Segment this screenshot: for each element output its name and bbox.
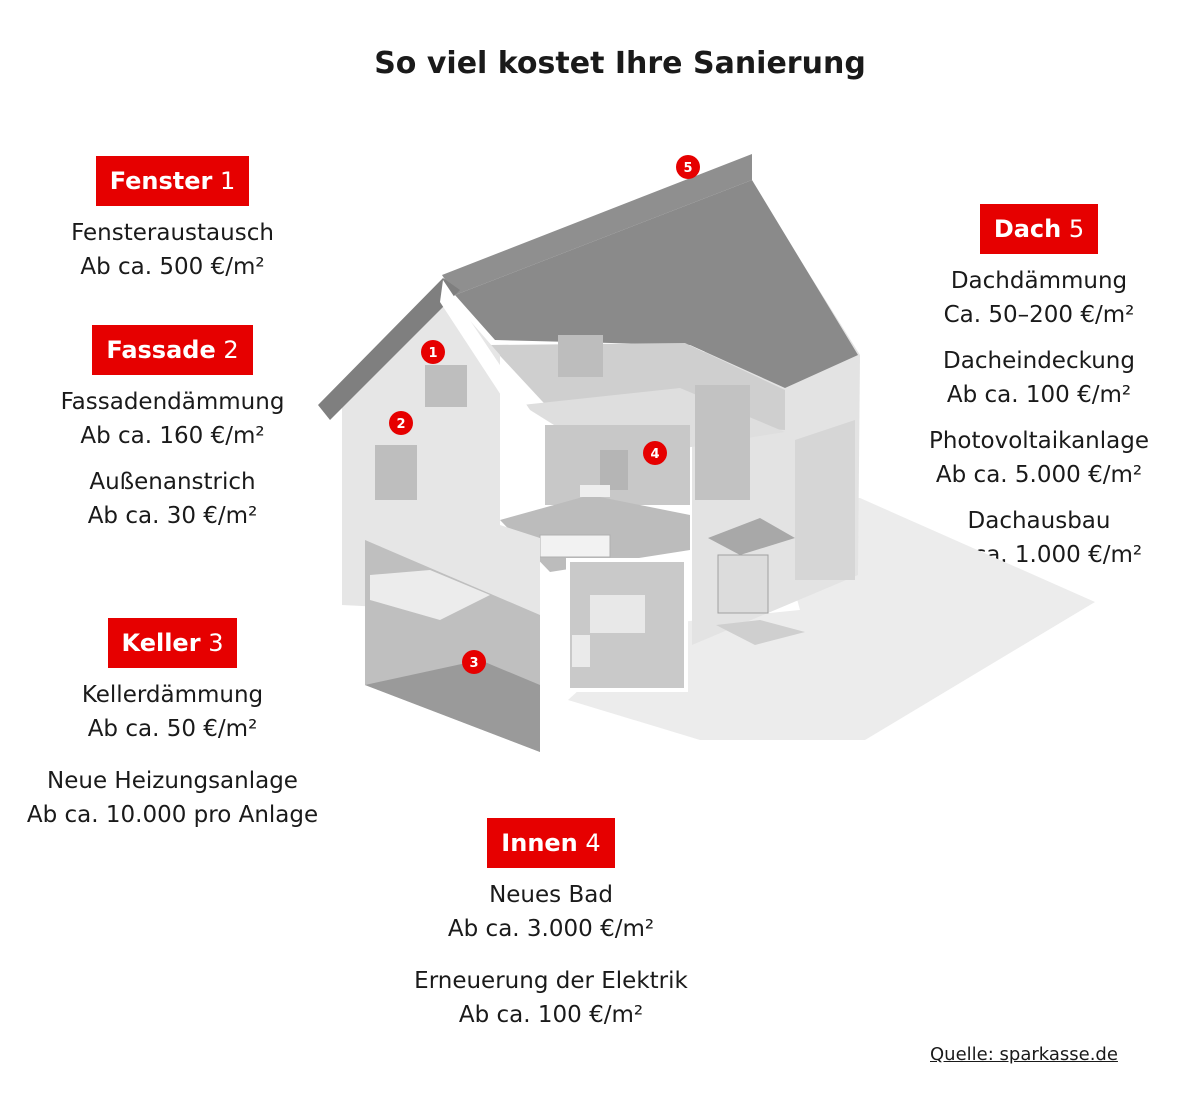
- terrace-floor: [568, 498, 1095, 740]
- badge-keller-number: 3: [208, 629, 224, 657]
- window-middle: [375, 445, 417, 500]
- cost-label: Neue Heizungsanlage: [47, 768, 298, 794]
- stairs-block: [795, 420, 855, 580]
- page-title: So viel kostet Ihre Sanierung: [374, 46, 866, 81]
- marker-1: 1: [421, 340, 445, 364]
- porch-roof: [708, 518, 795, 555]
- badge-fassade-name: Fassade: [106, 336, 216, 364]
- badge-dach: Dach 5: [979, 204, 1099, 254]
- cost-item: Photovoltaikanlage Ab ca. 5.000 €/m²: [905, 424, 1173, 492]
- cost-label: Dachdämmung: [950, 268, 1128, 294]
- cost-price: Ab ca. 100 €/m²: [458, 1002, 644, 1028]
- cost-item: Erneuerung der Elektrik Ab ca. 100 €/m²: [390, 964, 712, 1032]
- badge-fenster-name: Fenster: [109, 167, 213, 195]
- porch-steps: [716, 620, 805, 645]
- cost-label: Kellerdämmung: [81, 682, 264, 708]
- cost-price: Ab ca. 5.000 €/m²: [935, 462, 1143, 488]
- upper-room-door: [695, 385, 750, 500]
- bathtub: [539, 534, 611, 558]
- badge-innen-name: Innen: [501, 829, 578, 857]
- cost-item: Neues Bad Ab ca. 3.000 €/m²: [390, 878, 712, 946]
- basement-floor: [365, 660, 540, 752]
- cost-label: Photovoltaikanlage: [928, 428, 1149, 454]
- cost-price: Ab ca. 10.000 pro Anlage: [26, 802, 319, 828]
- cost-label: Dachausbau: [967, 508, 1111, 534]
- cost-label: Außenanstrich: [89, 469, 256, 495]
- cost-item: Außenanstrich Ab ca. 30 €/m²: [40, 465, 305, 533]
- badge-fassade: Fassade 2: [92, 325, 253, 375]
- cost-price: Ca. 50–200 €/m²: [943, 302, 1135, 328]
- roof-slope: [455, 180, 858, 388]
- cost-price: Ab ca. 100 €/m²: [946, 382, 1132, 408]
- section-fenster: Fenster 1 Fensteraustausch Ab ca. 500 €/…: [40, 156, 305, 284]
- cost-label: Fassadendämmung: [60, 389, 285, 415]
- cost-label: Neues Bad: [489, 882, 613, 908]
- cost-item: Dacheindeckung Ab ca. 100 €/m²: [905, 344, 1173, 412]
- cost-item: Kellerdämmung Ab ca. 50 €/m²: [10, 678, 335, 746]
- cost-price: Ab ca. 160 €/m²: [80, 423, 265, 449]
- cost-item: Neue Heizungsanlage Ab ca. 10.000 pro An…: [10, 764, 335, 832]
- marker-2: 2: [389, 411, 413, 435]
- cost-item: Fassadendämmung Ab ca. 160 €/m²: [40, 385, 305, 453]
- source-link[interactable]: Quelle: sparkasse.de: [930, 1044, 1118, 1065]
- attic-door: [558, 335, 603, 377]
- cost-item: Dachdämmung Ca. 50–200 €/m²: [905, 264, 1173, 332]
- svg-text:2: 2: [396, 417, 405, 432]
- marker-4: 4: [643, 441, 667, 465]
- section-innen: Innen 4 Neues Bad Ab ca. 3.000 €/m² Erne…: [390, 818, 712, 1032]
- badge-keller-name: Keller: [121, 629, 201, 657]
- window-upper: [425, 365, 467, 407]
- badge-dach-name: Dach: [993, 215, 1062, 243]
- cost-label: Fensteraustausch: [71, 220, 274, 246]
- cost-label: Erneuerung der Elektrik: [414, 968, 688, 994]
- svg-text:3: 3: [469, 656, 478, 671]
- section-fassade: Fassade 2 Fassadendämmung Ab ca. 160 €/m…: [40, 325, 305, 533]
- cost-label: Dacheindeckung: [943, 348, 1135, 374]
- cost-price: Ab ca. 30 €/m²: [87, 503, 258, 529]
- roof-edge-inner: [440, 280, 530, 412]
- svg-text:5: 5: [683, 161, 692, 176]
- roof-edge-front: [318, 278, 460, 420]
- cost-price: Ab ca. 50 €/m²: [87, 716, 258, 742]
- basement-block: [370, 570, 490, 620]
- badge-innen: Innen 4: [487, 818, 615, 868]
- badge-keller: Keller 3: [107, 618, 238, 668]
- marker-5: 5: [676, 155, 700, 179]
- roof-ridge: [442, 154, 752, 295]
- cost-item: Fensteraustausch Ab ca. 500 €/m²: [40, 216, 305, 284]
- porch-opening: [717, 554, 769, 614]
- living-room-table: [590, 595, 645, 633]
- badge-dach-number: 5: [1068, 215, 1085, 243]
- svg-text:1: 1: [428, 346, 437, 361]
- sink: [600, 450, 628, 490]
- badge-innen-number: 4: [585, 829, 601, 857]
- badge-fenster: Fenster 1: [95, 156, 250, 206]
- section-keller: Keller 3 Kellerdämmung Ab ca. 50 €/m² Ne…: [10, 618, 335, 832]
- badge-fenster-number: 1: [220, 167, 236, 195]
- svg-text:4: 4: [650, 447, 659, 462]
- marker-3: 3: [462, 650, 486, 674]
- section-dach: Dach 5 Dachdämmung Ca. 50–200 €/m² Dache…: [905, 204, 1173, 572]
- cost-price: Ab ca. 500 €/m²: [80, 254, 265, 280]
- living-room-chair: [572, 635, 590, 667]
- house-illustration: 1 2 3 4 5: [318, 154, 1095, 752]
- badge-fassade-number: 2: [223, 336, 239, 364]
- cost-price: Ab ca. 3.000 €/m²: [447, 916, 655, 942]
- toilet: [580, 485, 610, 497]
